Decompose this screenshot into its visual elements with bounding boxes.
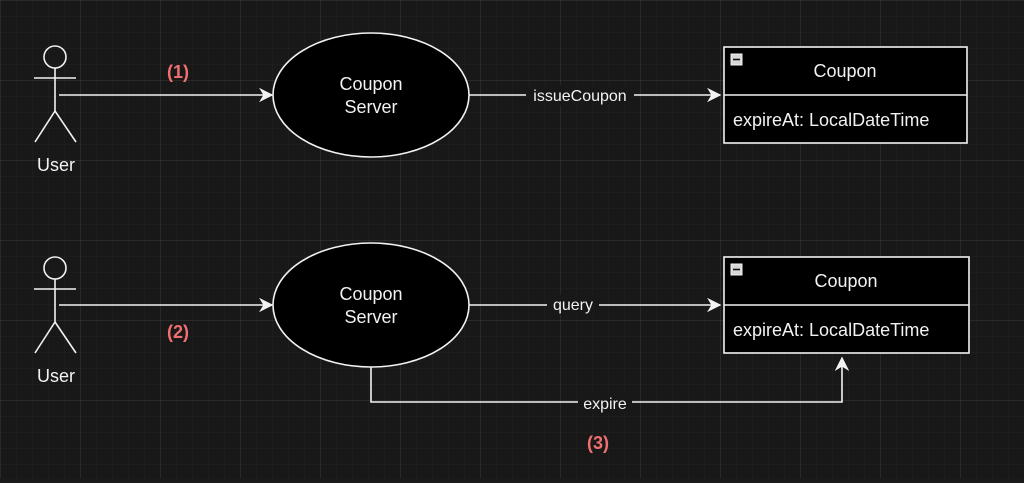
edge-label-query: query [553, 297, 593, 314]
edge-label-expire: expire [583, 396, 627, 413]
server-ellipse [272, 32, 470, 158]
edge-label-issue-coupon: issueCoupon [533, 88, 626, 105]
server-label-line2: Server [344, 97, 397, 117]
actor-user-1[interactable]: User [34, 45, 77, 175]
class-field: expireAt: LocalDateTime [733, 320, 929, 340]
actor-left-leg [34, 110, 56, 143]
class-box-coupon-2[interactable]: Coupon expireAt: LocalDateTime [723, 256, 970, 354]
server-node-1[interactable]: Coupon Server [272, 32, 470, 158]
class-title: Coupon [813, 61, 876, 81]
server-label-line2: Server [344, 307, 397, 327]
actor-label: User [37, 155, 75, 175]
actor-head [43, 256, 67, 280]
class-box-coupon-1[interactable]: Coupon expireAt: LocalDateTime [723, 46, 968, 144]
actor-right-leg [54, 321, 77, 354]
class-title: Coupon [814, 271, 877, 291]
edge-label-bg [526, 85, 634, 105]
step-label-3: (3) [587, 433, 609, 453]
server-node-2[interactable]: Coupon Server [272, 242, 470, 368]
edge-label-bg [547, 295, 599, 315]
server-label-line1: Coupon [339, 74, 402, 94]
actor-right-leg [54, 110, 77, 143]
step-label-1: (1) [167, 62, 189, 82]
server-label-line1: Coupon [339, 284, 402, 304]
actor-label: User [37, 366, 75, 386]
actor-user-2[interactable]: User [34, 256, 77, 386]
edge-label-bg [578, 393, 632, 413]
step-label-2: (2) [167, 322, 189, 342]
class-field: expireAt: LocalDateTime [733, 110, 929, 130]
actor-head [43, 45, 67, 69]
server-ellipse [272, 242, 470, 368]
actor-left-leg [34, 321, 56, 354]
